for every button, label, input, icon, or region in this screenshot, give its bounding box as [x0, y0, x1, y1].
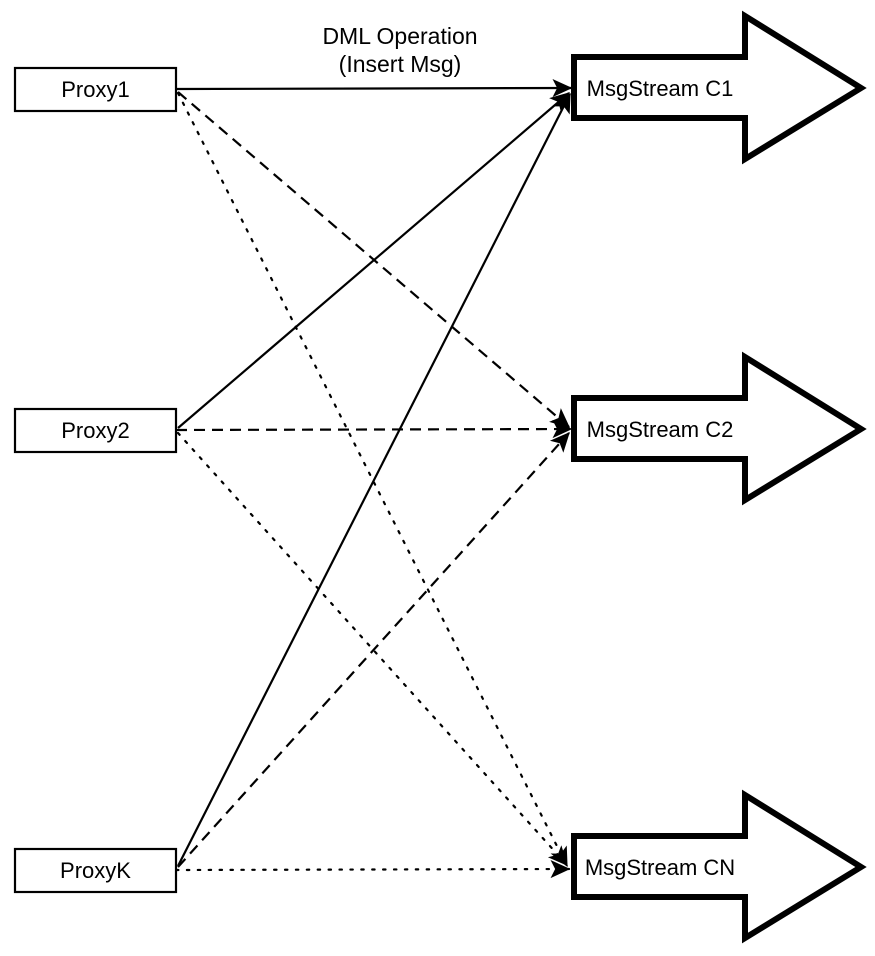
proxy-node-proxy1[interactable]: Proxy1	[13, 66, 178, 113]
edge-layer	[174, 79, 573, 879]
edge-label-line-1: DML Operation	[322, 23, 477, 49]
edge-proxy2-to-c1	[177, 92, 571, 429]
c2-label: MsgStream C2	[587, 417, 734, 442]
proxy2-box[interactable]	[13, 407, 178, 454]
c2-arrow-shape[interactable]	[571, 351, 867, 506]
proxy1-label: Proxy1	[61, 77, 129, 102]
c1-label: MsgStream C1	[587, 76, 734, 101]
cn-arrow-shape[interactable]	[571, 789, 867, 944]
edge-proxyk-to-c2	[177, 432, 570, 868]
edge-proxyk-to-cn	[174, 860, 571, 879]
edge-proxy1-to-cn	[176, 91, 569, 868]
edge-proxy2-to-c2	[175, 420, 573, 439]
edge-proxy1-to-c1	[175, 79, 573, 98]
proxy2-label: Proxy2	[61, 418, 129, 443]
edge-proxyk-to-c1	[177, 92, 571, 867]
proxy-node-proxyk[interactable]: ProxyK	[13, 847, 178, 894]
proxyk-box[interactable]	[13, 847, 178, 894]
stream-node-c2[interactable]: MsgStream C2	[571, 351, 867, 506]
stream-node-cn[interactable]: MsgStream CN	[571, 789, 867, 944]
edge-proxy2-to-cn	[176, 431, 569, 867]
stream-node-c1[interactable]: MsgStream C1	[571, 10, 867, 165]
edge-label-line-2: (Insert Msg)	[339, 51, 462, 77]
edge-label-dml-operation: DML Operation (Insert Msg)	[322, 23, 477, 77]
cn-label: MsgStream CN	[585, 855, 735, 880]
proxyk-label: ProxyK	[60, 858, 131, 883]
proxy1-box[interactable]	[13, 66, 178, 113]
c1-arrow-shape[interactable]	[571, 10, 867, 165]
proxy-node-proxy2[interactable]: Proxy2	[13, 407, 178, 454]
